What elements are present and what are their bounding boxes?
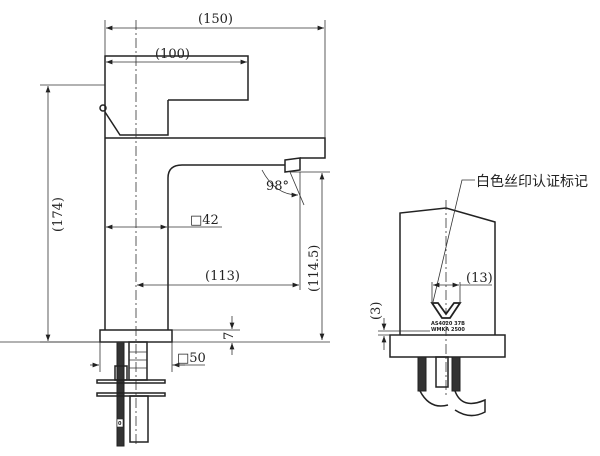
dim-base-size: □50 xyxy=(177,351,206,366)
dim-spout-height: (114.5) xyxy=(307,245,322,292)
mark-line-2: WMKA 2500 xyxy=(431,327,465,333)
dim-spout-angle: 98° xyxy=(266,179,289,194)
leader-line xyxy=(432,179,475,303)
dim-spout-reach: (113) xyxy=(205,269,240,284)
lever-handle xyxy=(104,55,249,101)
dim-overall-height: (174) xyxy=(51,197,66,232)
side-base-plate xyxy=(389,334,506,358)
certification-logo xyxy=(430,302,462,319)
mark-line-1: AS4020 37B xyxy=(431,321,465,327)
side-hose-left xyxy=(417,356,427,392)
dim-lever-length: (100) xyxy=(155,47,190,62)
dim-mark-width: (13) xyxy=(466,271,493,286)
side-hose-right xyxy=(451,356,461,392)
hose-connector xyxy=(128,341,148,381)
dim-overall-width: (150) xyxy=(198,12,233,27)
shank-marker: 0 xyxy=(118,421,122,427)
dim-base-thickness: 7 xyxy=(222,332,237,340)
side-view: AS4020 37B WMKA 2500 白色丝印认证标记 (13) (3) xyxy=(369,173,588,417)
dim-body-size: □42 xyxy=(190,213,219,228)
mounting-rod xyxy=(116,341,125,447)
certification-mark-label: 白色丝印认证标记 xyxy=(476,173,588,190)
dim-mark-offset: (3) xyxy=(369,302,384,320)
aerator xyxy=(284,157,301,173)
front-view: 0 (150) (100) (174) □42 (113) (114.5) 98… xyxy=(0,12,330,447)
